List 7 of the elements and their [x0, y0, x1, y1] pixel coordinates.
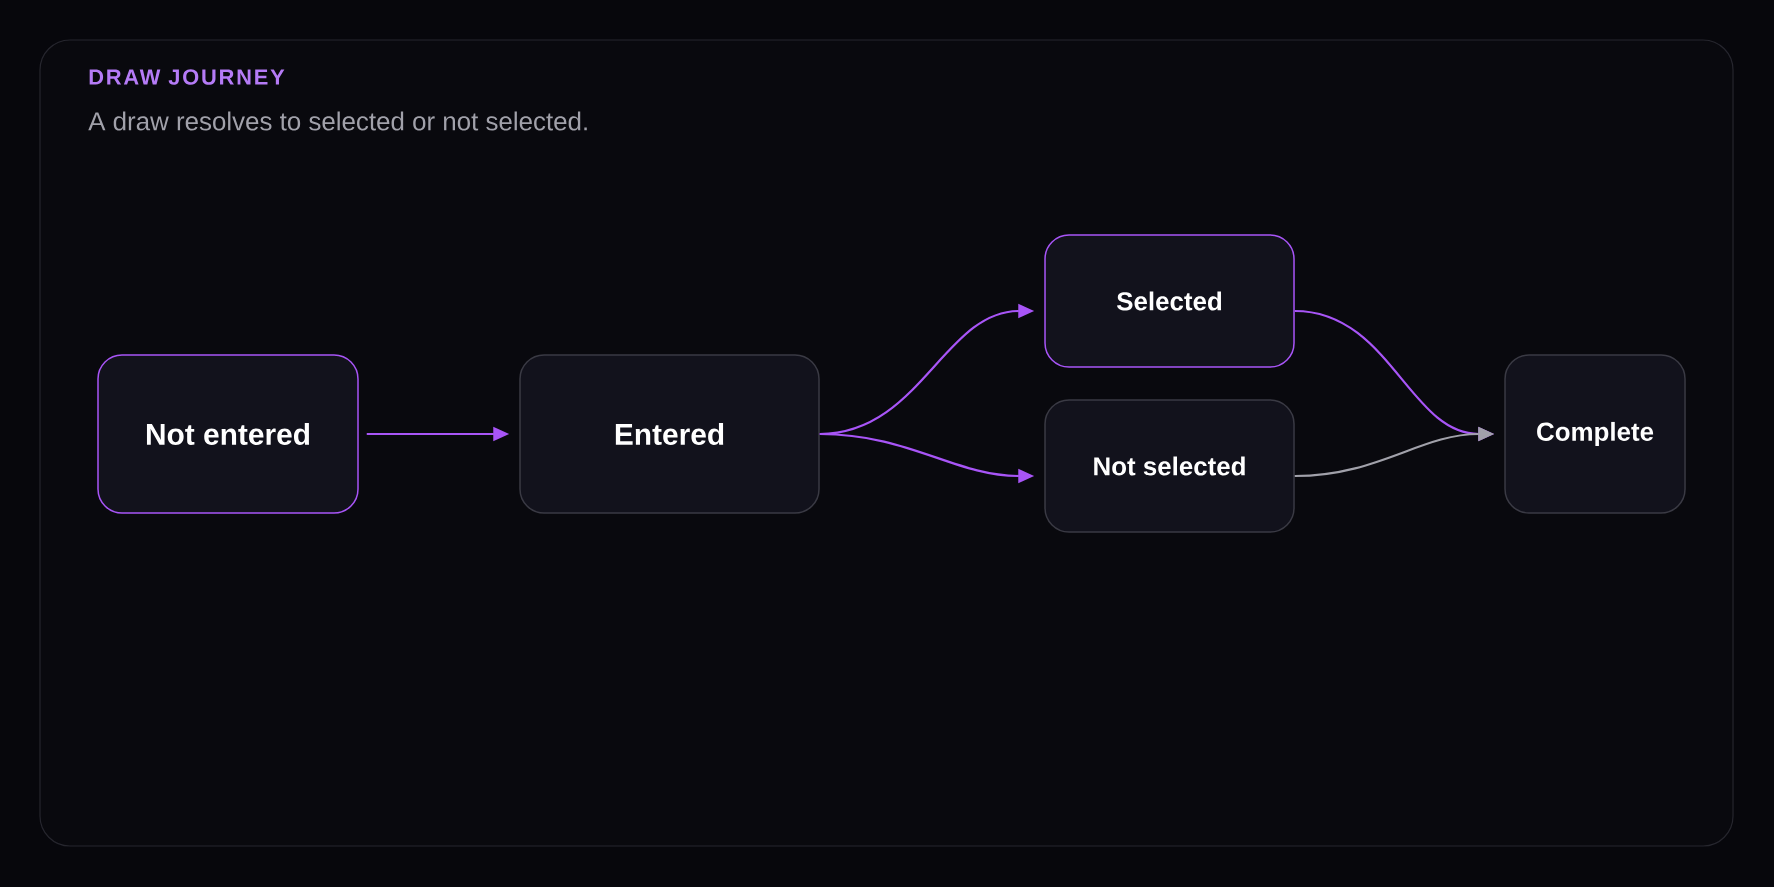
state-box: Not entered	[97, 354, 359, 514]
state-box: Selected	[1044, 234, 1295, 368]
state-box: Not selected	[1044, 399, 1295, 533]
title: DRAW JOURNEY	[89, 69, 285, 85]
state-box: Entered	[519, 354, 820, 514]
state-box: Complete	[1504, 354, 1686, 514]
subtitle: A draw resolves to selected or not selected.	[88, 111, 587, 131]
